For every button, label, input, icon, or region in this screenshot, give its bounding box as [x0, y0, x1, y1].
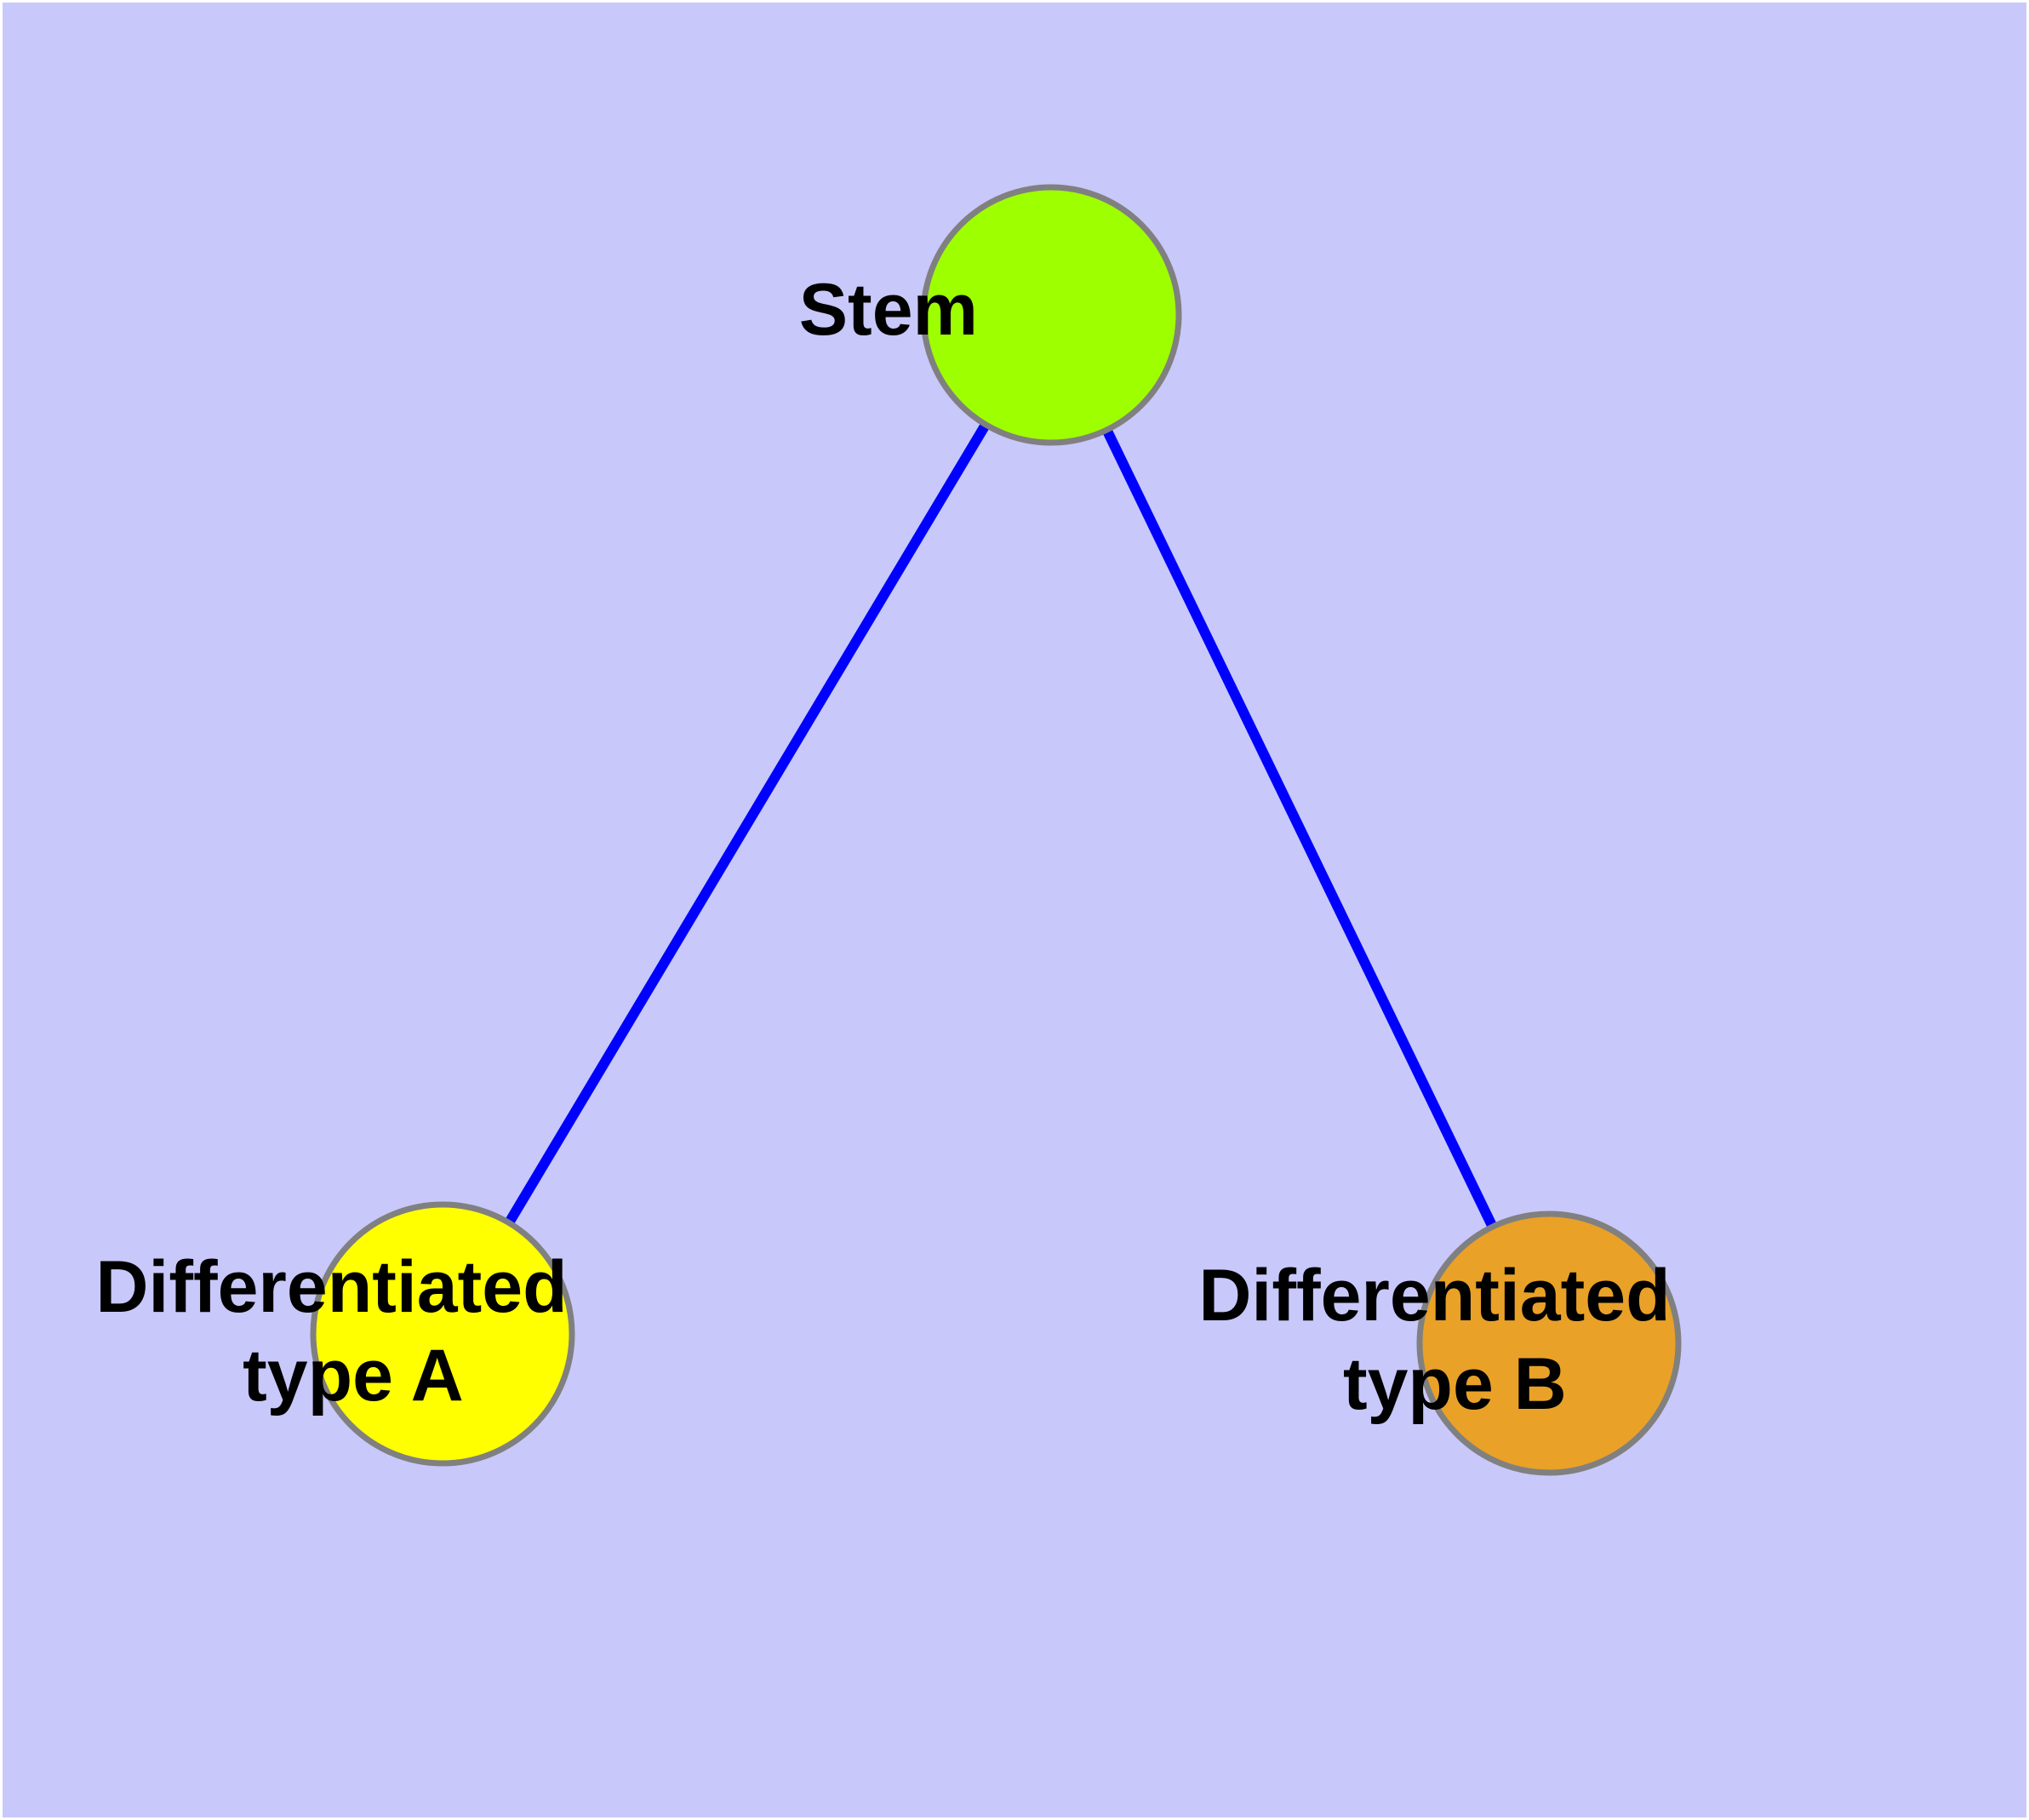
node-layer [310, 184, 1682, 1476]
node-stem[interactable] [920, 184, 1182, 446]
label-layer: Stem Differentiated type A Differentiate… [0, 0, 1670, 1425]
node-differentiated-type-a-label: Differentiated type A [0, 0, 751, 1417]
node-stem-label: Stem [0, 0, 1303, 351]
node-differentiated-type-b[interactable] [1416, 1210, 1682, 1476]
node-stem-circle[interactable] [920, 184, 1182, 446]
node-differentiated-type-a-circle[interactable] [310, 1201, 575, 1467]
node-differentiated-type-b-label-line1: Differentiated [1198, 1255, 1670, 1336]
node-stem-label-line1: Stem [799, 269, 978, 351]
node-differentiated-type-a-label-line1: Differentiated [95, 1246, 567, 1328]
node-differentiated-type-a-label-line2: type A [243, 1335, 462, 1417]
node-differentiated-type-b-label-line2: type B [1343, 1343, 1567, 1425]
node-differentiated-type-a[interactable] [310, 1201, 575, 1467]
edge-stem-to-type-b[interactable] [1046, 312, 1554, 1346]
edge-layer [437, 312, 1554, 1346]
node-differentiated-type-b-circle[interactable] [1416, 1210, 1682, 1476]
edge-stem-to-type-a[interactable] [437, 312, 1056, 1337]
node-differentiated-type-b-label: Differentiated type B [1198, 1255, 1670, 1425]
